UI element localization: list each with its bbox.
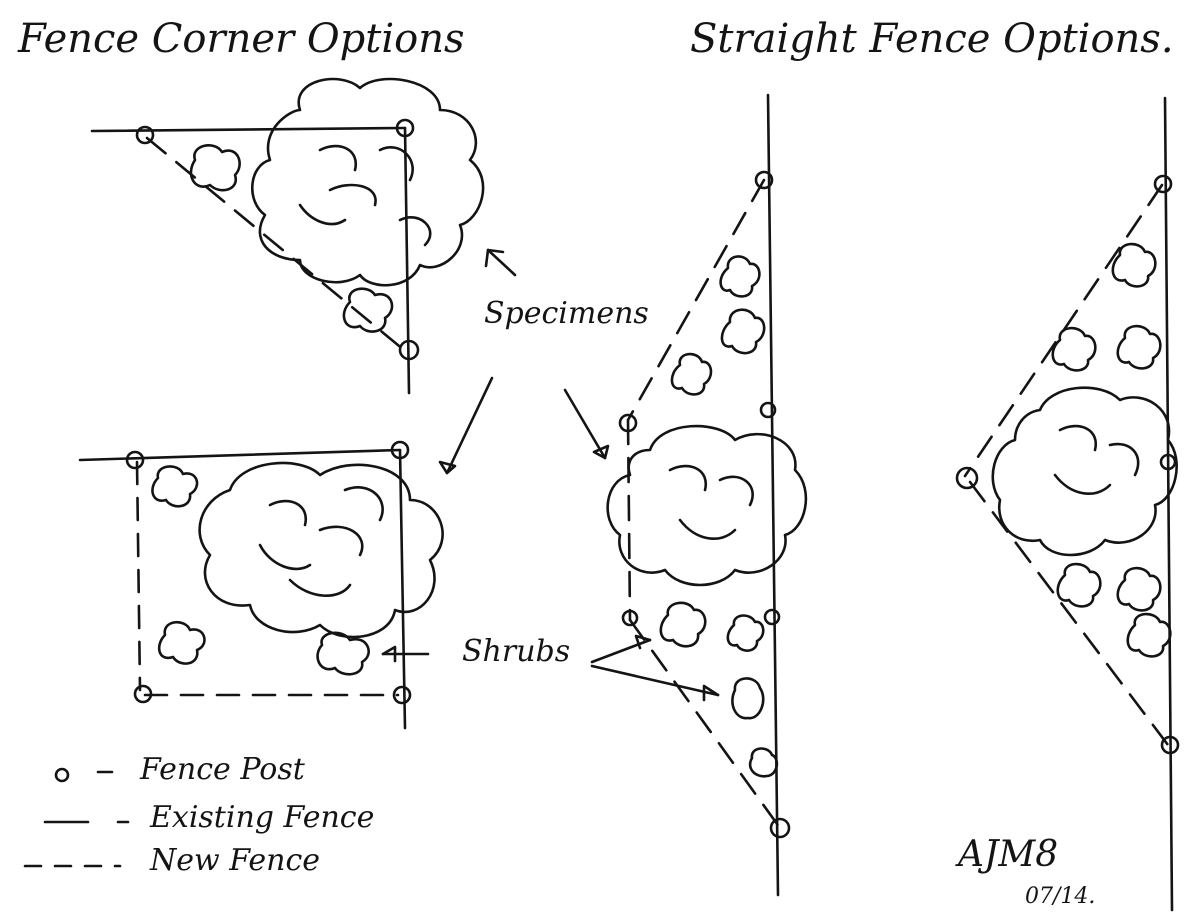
fence-post-icon: [1160, 735, 1180, 755]
shrub-icon: [151, 465, 199, 508]
specimens-label: Specimens: [484, 296, 649, 331]
signature-date: 07/14.: [1025, 884, 1096, 909]
new-fence-line: [968, 480, 1170, 747]
fence-post-icon: [621, 609, 639, 627]
shrub-icon: [1051, 326, 1097, 372]
shrub-icon: [189, 144, 241, 192]
fence-post-icon: [955, 466, 979, 490]
existing-fence-line: [1163, 96, 1174, 912]
signature-initials: AJM8: [958, 834, 1059, 875]
shrub-icon: [1056, 562, 1102, 608]
specimen-detail: [1053, 424, 1140, 495]
arrow-head: [381, 645, 397, 663]
legend-post-icon: [54, 767, 70, 783]
shrub-icon: [659, 601, 707, 648]
arrow-head: [702, 684, 720, 702]
arrow-head: [484, 248, 505, 268]
new-fence-line: [626, 418, 632, 622]
shrub-icon: [157, 621, 206, 665]
fence-post-icon: [392, 685, 412, 705]
shrub-icon: [748, 747, 779, 778]
shrub-icon: [720, 308, 766, 355]
arrow: [590, 664, 720, 697]
fence-post-icon: [763, 608, 781, 626]
fence-post-icon: [125, 450, 145, 470]
fence-post-icon: [759, 401, 777, 419]
fence-post-icon: [618, 413, 638, 433]
specimens-arrows: [438, 248, 610, 475]
shrub-icon: [316, 631, 370, 676]
arrow-head: [592, 444, 610, 460]
existing-fence-line: [403, 126, 411, 395]
legend-new-fence-label: New Fence: [150, 843, 321, 878]
fence-post-icon: [754, 170, 774, 190]
specimen-detail: [668, 464, 754, 540]
specimen-detail: [258, 486, 384, 597]
fence-post-icon: [1159, 453, 1177, 471]
shrub-icon: [1126, 612, 1172, 658]
specimen-tree-icon: [991, 386, 1178, 557]
corner-options-title: Fence Corner Options: [18, 16, 465, 62]
fence-post-icon: [390, 440, 410, 460]
shrubs-arrows: [381, 634, 720, 702]
arrow: [590, 638, 652, 664]
corner-triangle-diagram: [90, 77, 485, 395]
specimen-detail: [298, 144, 432, 247]
existing-fence-line: [78, 448, 402, 462]
legend-existing-fence-label: Existing Fence: [150, 800, 375, 835]
new-fence-line: [628, 618, 782, 830]
arrow: [563, 388, 607, 460]
specimen-tree-icon: [606, 424, 808, 587]
legend-fence-post-label: Fence Post: [140, 752, 305, 787]
existing-fence-line: [398, 448, 407, 730]
specimen-tree-icon: [198, 461, 444, 639]
fence-post-icon: [1153, 174, 1173, 194]
new-fence-line: [626, 178, 766, 422]
specimen-tree-icon: [250, 77, 485, 287]
shrub-icon: [1111, 242, 1157, 288]
shrubs-label: Shrubs: [462, 634, 571, 669]
fence-post-icon: [769, 817, 791, 839]
corner-square-diagram: [78, 440, 444, 730]
shrub-icon: [1116, 566, 1162, 612]
fence-post-icon: [395, 118, 415, 138]
existing-fence-line: [90, 126, 407, 133]
new-fence-line: [145, 136, 406, 352]
straight-full-diagram: [955, 96, 1180, 912]
legend-symbols: [23, 767, 130, 868]
new-fence-line: [135, 460, 142, 692]
shrub-icon: [731, 677, 765, 720]
shrub-icon: [719, 255, 761, 298]
arrow-head: [634, 634, 652, 650]
arrow-head: [438, 460, 457, 475]
fence-post-icon: [398, 339, 420, 361]
shrub-icon: [342, 287, 394, 333]
arrow: [486, 248, 517, 277]
fence-post-icon: [135, 125, 155, 145]
straight-half-diagram: [606, 93, 808, 897]
shrub-icon: [670, 352, 713, 396]
shrub-icon: [726, 614, 765, 652]
arrow: [445, 376, 494, 475]
fence-post-icon: [133, 684, 153, 704]
straight-options-title: Straight Fence Options.: [690, 16, 1174, 62]
shrub-icon: [1116, 324, 1162, 370]
